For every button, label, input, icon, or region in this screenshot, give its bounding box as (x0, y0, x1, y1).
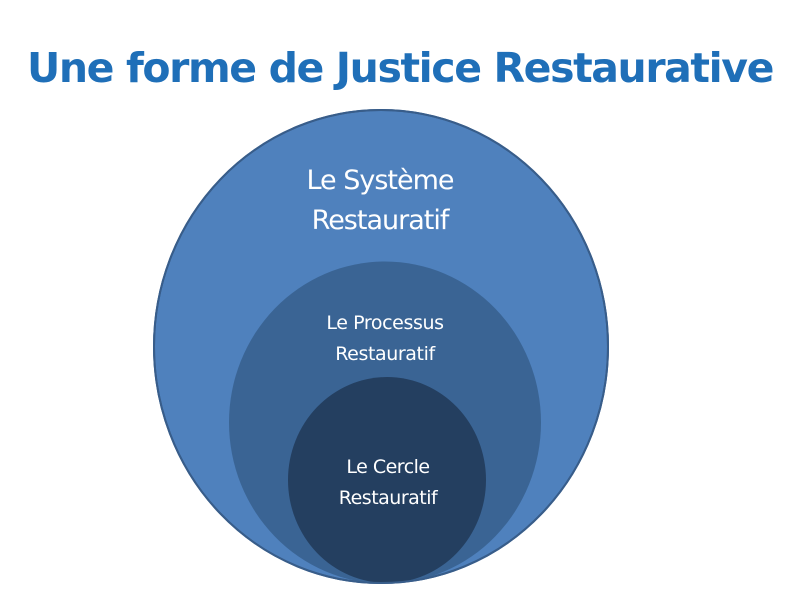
slide-title: Une forme de Justice Restaurative (26, 44, 774, 92)
outer-circle-label-line1: Le Système (306, 165, 454, 196)
outer-circle-label-line2: Restauratif (311, 205, 450, 236)
inner-circle-label: Le Cercle Restauratif (288, 452, 488, 514)
inner-circle-label-line1: Le Cercle (346, 456, 430, 478)
middle-circle-label-line2: Restauratif (335, 343, 435, 365)
outer-circle-label: Le Système Restauratif (230, 161, 530, 241)
inner-circle-label-line2: Restauratif (338, 487, 438, 509)
inner-circle-restorative-circle (288, 377, 486, 583)
middle-circle-label-line1: Le Processus (326, 312, 444, 334)
middle-circle-label: Le Processus Restauratif (285, 308, 485, 370)
